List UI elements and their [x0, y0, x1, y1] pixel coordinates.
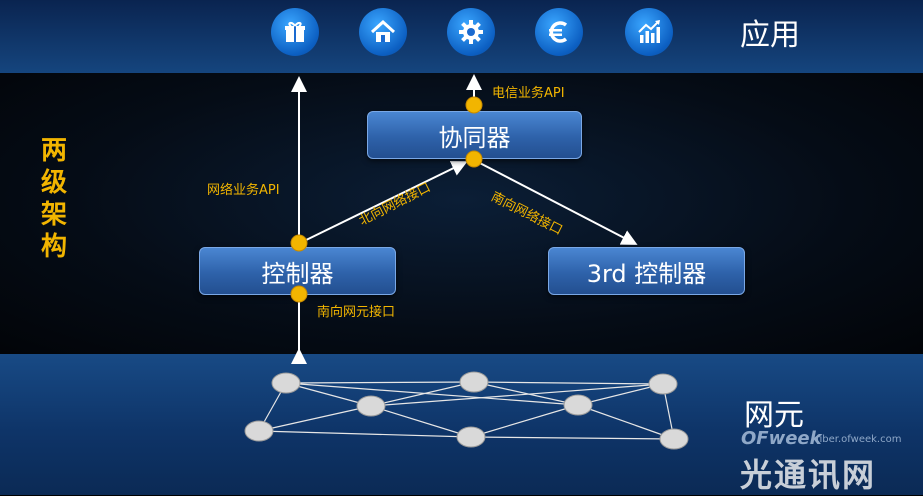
- coordinator-label: 协同器: [438, 123, 511, 152]
- network-element-node[interactable]: [648, 373, 678, 395]
- network-element-node[interactable]: [659, 428, 689, 450]
- third-party-controller-label: 3rd 控制器: [586, 259, 707, 288]
- network-elements-label: 网元: [744, 398, 804, 433]
- network-element-node[interactable]: [459, 371, 489, 393]
- apps-label: 应用: [740, 18, 800, 53]
- side-title: 两级架构: [40, 136, 67, 262]
- network-element-node[interactable]: [244, 420, 274, 442]
- southbound-coord-arrow: [473, 159, 638, 245]
- controller-north-dot[interactable]: [290, 234, 308, 252]
- gear-icon[interactable]: [447, 8, 495, 56]
- watermark-site: fiber.ofweek.com: [816, 434, 902, 445]
- gift-icon[interactable]: [271, 8, 319, 56]
- network-links: [258, 381, 675, 440]
- coordinator-south-dot[interactable]: [465, 150, 483, 168]
- euro-icon[interactable]: [535, 8, 583, 56]
- watermark-chinese: 光通讯网: [740, 456, 877, 494]
- coordinator-box[interactable]: 协同器: [367, 111, 582, 159]
- controller-south-dot[interactable]: [290, 285, 308, 303]
- network-api-label: 网络业务API: [207, 183, 280, 198]
- network-element-node[interactable]: [563, 394, 593, 416]
- network-element-node[interactable]: [356, 395, 386, 417]
- third-party-controller-box[interactable]: 3rd 控制器: [548, 247, 745, 295]
- telecom-api-label: 电信业务API: [492, 86, 565, 101]
- controller-label: 控制器: [261, 259, 334, 288]
- northbound-arrow: [299, 161, 468, 244]
- network-element-node[interactable]: [271, 372, 301, 394]
- watermark-brand: OFweek: [741, 428, 822, 449]
- southbound-ne-label: 南向网元接口: [317, 305, 396, 320]
- telecom-api-dot[interactable]: [465, 96, 483, 114]
- network-element-node[interactable]: [456, 426, 486, 448]
- bar-chart-icon[interactable]: [625, 8, 673, 56]
- home-icon[interactable]: [359, 8, 407, 56]
